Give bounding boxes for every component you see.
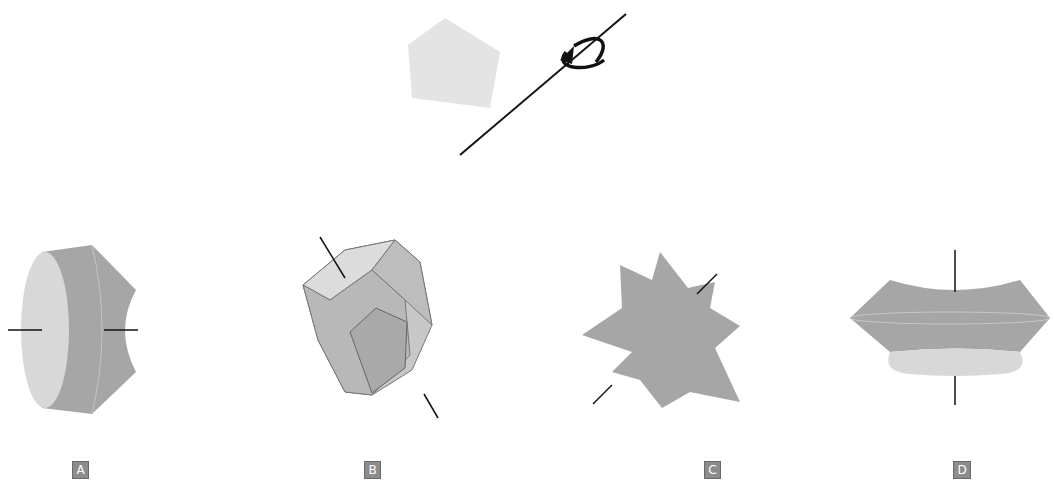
option-letter: C (705, 462, 719, 478)
option-letter-box: A (72, 461, 89, 479)
option-d-solid (850, 250, 1050, 405)
option-c-star (582, 252, 740, 408)
option-letter: A (73, 462, 87, 478)
option-letter-box: D (953, 461, 971, 479)
option-letter: B (365, 462, 379, 478)
option-b-prism (303, 237, 438, 418)
option-letter-box: C (704, 461, 721, 479)
source-figure (408, 14, 626, 155)
option-letter: D (954, 462, 969, 478)
option-letter-box: B (364, 461, 381, 479)
option-a-solid (8, 245, 138, 414)
